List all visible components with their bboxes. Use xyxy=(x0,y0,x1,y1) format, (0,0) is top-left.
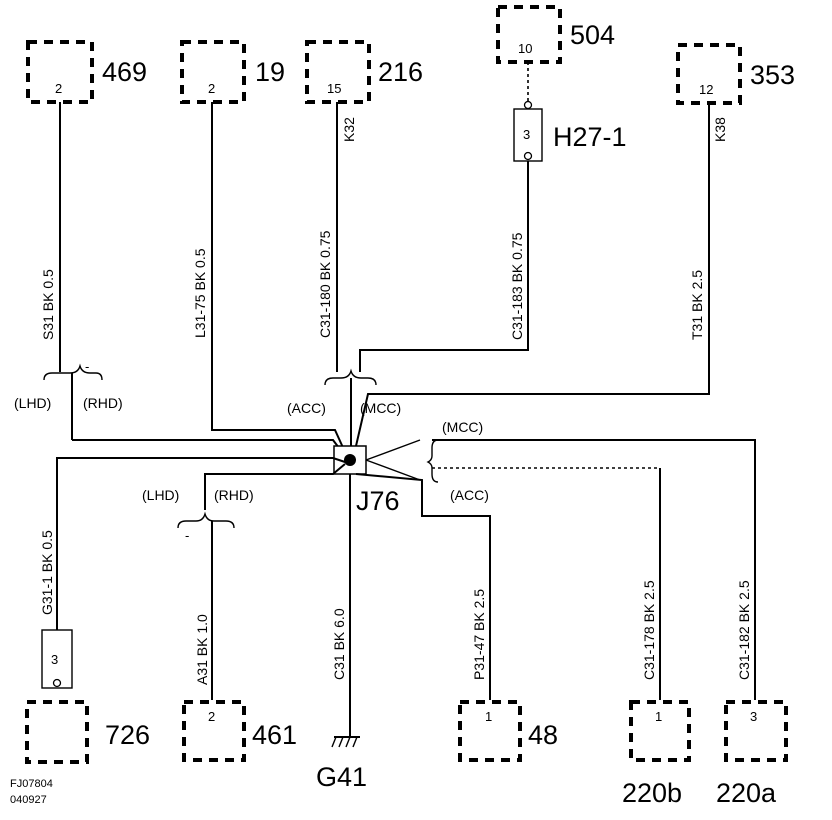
connector-469: 2 469 xyxy=(26,40,147,104)
wire-p31-47: P31-47 BK 2.5 xyxy=(355,473,491,700)
option-acc-top: (ACC) xyxy=(287,400,326,416)
connector-353: 12 353 xyxy=(676,43,795,105)
connector-220b: 1 220b xyxy=(622,700,691,808)
wire-s31-label: S31 BK 0.5 xyxy=(40,269,56,340)
connector-220a-label: 220a xyxy=(716,778,777,808)
wire-l31-75: L31-75 BK 0.5 xyxy=(192,102,346,453)
inline-connector-h27-1: 3 H27-1 xyxy=(513,62,627,162)
option-rhd-top: (RHD) xyxy=(83,395,123,411)
option-acc-right: (ACC) xyxy=(450,487,489,503)
ground-g41: G41 xyxy=(316,736,367,792)
connector-48-pin: 1 xyxy=(485,709,492,724)
wire-c31-178: (ACC) C31-178 BK 2.5 xyxy=(432,467,661,700)
connector-216: 15 216 xyxy=(305,40,423,104)
connector-726: 3 726 xyxy=(25,629,150,764)
wire-p31-47-label: P31-47 BK 2.5 xyxy=(471,589,487,680)
option-mcc-right: (MCC) xyxy=(442,419,483,435)
connector-19-label: 19 xyxy=(255,57,285,87)
figure-code: FJ07804 xyxy=(10,778,53,790)
connector-19: 2 19 xyxy=(180,40,285,104)
connector-220a: 3 220a xyxy=(716,700,788,808)
wire-a31-label: A31 BK 1.0 xyxy=(194,614,210,685)
option-lhd-mid: (LHD) xyxy=(142,487,179,503)
connector-353-pin: 12 xyxy=(699,82,713,97)
wire-t31: T31 BK 2.5 K38 xyxy=(355,103,728,447)
wire-l31-75-label: L31-75 BK 0.5 xyxy=(192,248,208,338)
inline-connector-h27-1-label: H27-1 xyxy=(553,122,627,152)
inline-connector-h27-1-pin: 3 xyxy=(523,127,530,142)
wire-s31: S31 BK 0.5 xyxy=(40,102,61,372)
figure-date: 040927 xyxy=(10,794,47,806)
connector-48: 1 48 xyxy=(458,700,558,762)
splice-right-fan xyxy=(365,439,439,483)
connector-353-label: 353 xyxy=(750,60,795,90)
splice-j76-label: J76 xyxy=(356,486,400,516)
connector-469-label: 469 xyxy=(102,57,147,87)
wire-a31: - (LHD) (RHD) A31 BK 1.0 xyxy=(142,463,346,700)
splice-j76: J76 xyxy=(333,445,400,516)
option-mcc-top: (MCC) xyxy=(360,400,401,416)
wire-t31-label: T31 BK 2.5 xyxy=(689,270,705,340)
option-dash-mark-top: - xyxy=(85,359,89,374)
connector-216-pin: 15 xyxy=(327,81,341,96)
connector-220b-pin: 1 xyxy=(655,709,662,724)
connector-504: 10 504 xyxy=(496,5,615,64)
connector-220a-pin: 3 xyxy=(750,709,757,724)
wire-k38-label: K38 xyxy=(712,117,728,142)
option-rhd-mid: (RHD) xyxy=(214,487,254,503)
wire-c31-182-label: C31-182 BK 2.5 xyxy=(736,580,752,680)
wire-c31-180-label: C31-180 BK 0.75 xyxy=(317,230,333,338)
connector-504-pin: 10 xyxy=(518,41,532,56)
inline-726-pin: 3 xyxy=(51,652,58,667)
option-lhd-top: (LHD) xyxy=(14,395,51,411)
wire-c31-180: C31-180 BK 0.75 K32 xyxy=(317,102,357,372)
connector-726-label: 726 xyxy=(105,720,150,750)
wire-c31-183: C31-183 BK 0.75 xyxy=(359,161,529,372)
option-bracket-acc-mcc-top: (ACC) (MCC) xyxy=(287,368,401,446)
wire-c31-label: C31 BK 6.0 xyxy=(331,608,347,680)
option-dash-mark-mid: - xyxy=(185,528,189,543)
wire-g31-1: G31-1 BK 0.5 xyxy=(39,457,346,630)
wire-c31-178-label: C31-178 BK 2.5 xyxy=(641,580,657,680)
connector-19-pin: 2 xyxy=(208,81,215,96)
wire-c31-183-label: C31-183 BK 0.75 xyxy=(509,232,525,340)
connector-461: 2 461 xyxy=(182,700,297,762)
wire-c31: C31 BK 6.0 xyxy=(331,474,351,736)
wire-c31-182: (MCC) C31-182 BK 2.5 xyxy=(432,419,756,700)
connector-504-label: 504 xyxy=(570,20,615,50)
connector-461-pin: 2 xyxy=(208,709,215,724)
wire-k32-label: K32 xyxy=(341,117,357,142)
wire-g31-1-label: G31-1 BK 0.5 xyxy=(39,530,55,615)
connector-48-label: 48 xyxy=(528,720,558,750)
connector-461-label: 461 xyxy=(252,720,297,750)
connector-216-label: 216 xyxy=(378,57,423,87)
connector-220b-label: 220b xyxy=(622,778,682,808)
connector-469-pin: 2 xyxy=(55,81,62,96)
ground-g41-label: G41 xyxy=(316,762,367,792)
